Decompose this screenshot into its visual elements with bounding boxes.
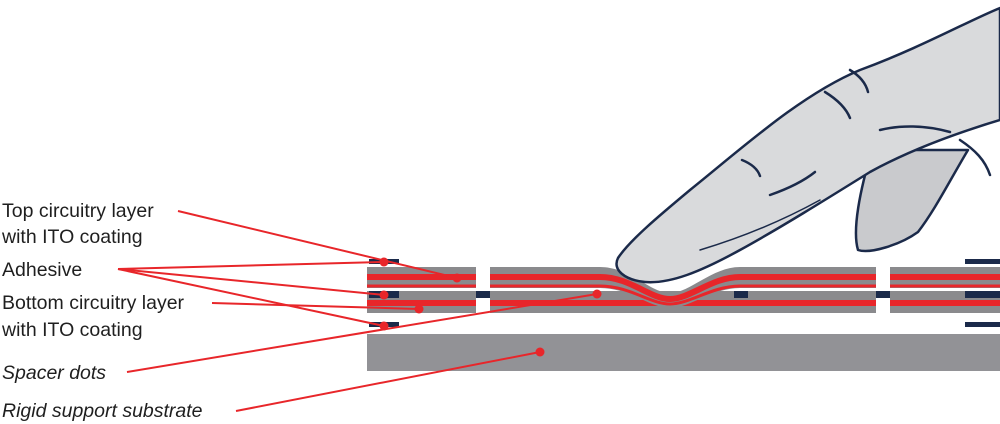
- label-spacer-dots: Spacer dots: [2, 362, 107, 384]
- label-bottom-circuitry-line2: with ITO coating: [2, 319, 143, 341]
- leader-dots: [379, 257, 602, 357]
- label-top-circuitry-line1: Top circuitry layer: [2, 200, 154, 222]
- label-adhesive: Adhesive: [2, 259, 83, 281]
- label-top-circuitry-line2: with ITO coating: [2, 226, 143, 248]
- rigid-substrate: [367, 334, 1000, 371]
- leader-lines: [117, 210, 598, 412]
- top-circuitry-layer: [367, 267, 1000, 308]
- label-bottom-circuitry-line1: Bottom circuitry layer: [2, 292, 185, 314]
- finger-illustration: [615, 6, 1000, 284]
- label-rigid-substrate: Rigid support substrate: [2, 400, 203, 422]
